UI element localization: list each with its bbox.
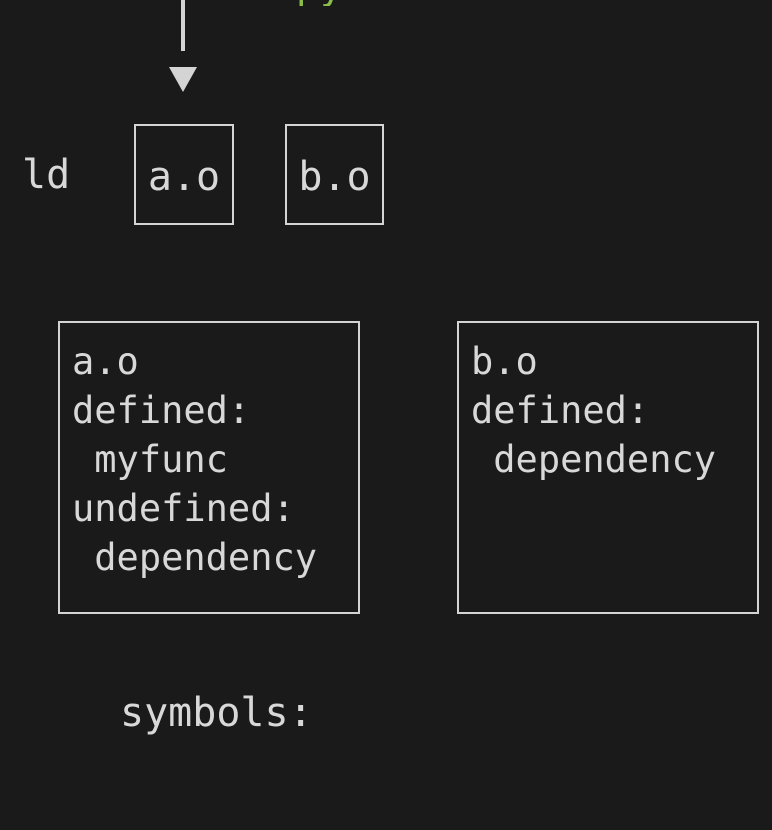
symbol-table-a-line-3: undefined:: [72, 487, 295, 530]
object-file-box-a: a.o: [134, 124, 234, 225]
symbol-table-b-line-2: dependency: [471, 438, 717, 481]
symbol-table-a-line-1: defined:: [72, 389, 251, 432]
object-file-label-a: a.o: [147, 154, 221, 200]
linker-stage-label: ld: [22, 152, 71, 198]
symbol-table-a-line-2: myfunc: [72, 438, 228, 481]
symbol-table-b-line-1: defined:: [471, 389, 650, 432]
object-file-label-b: b.o: [298, 154, 371, 200]
symbol-table-panel-b: b.o defined: dependency: [457, 321, 759, 614]
symbol-table-a-line-4: dependency: [72, 536, 318, 579]
symbol-table-a-line-0: a.o: [72, 340, 139, 383]
symbol-table-panel-a: a.o defined: myfunc undefined: dependenc…: [58, 321, 360, 614]
symbol-table-b-line-0: b.o: [471, 340, 538, 383]
down-arrow-icon: [169, 67, 197, 92]
symbols-caption: symbols:: [120, 690, 313, 736]
clipped-top-text: py: [296, 0, 344, 6]
arrow-stem-icon: [181, 0, 185, 51]
object-file-box-b: b.o: [285, 124, 384, 225]
clipped-top-text-row: py: [0, 0, 772, 6]
